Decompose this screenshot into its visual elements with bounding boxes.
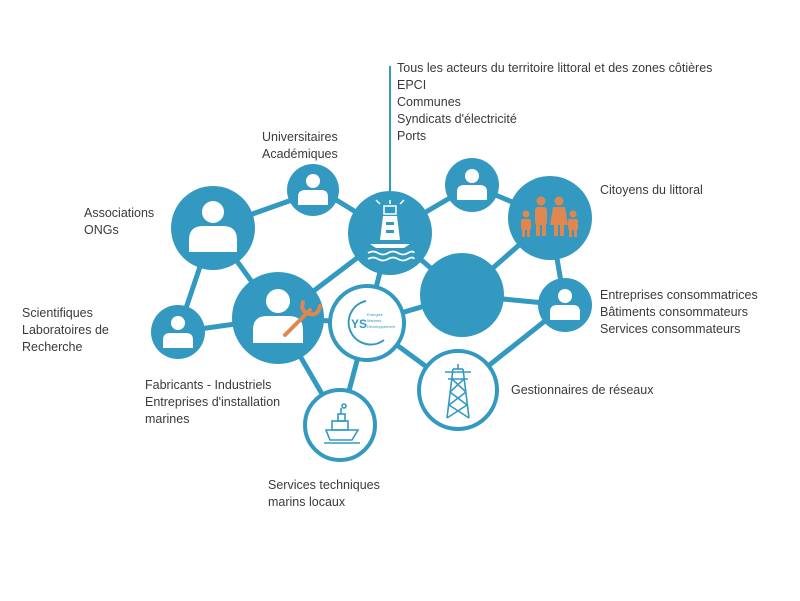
label-all-actors: Tous les acteurs du territoire littoral … bbox=[397, 60, 712, 145]
logo-initials: YS bbox=[351, 317, 367, 331]
node-grid-managers bbox=[417, 349, 499, 431]
person-icon bbox=[298, 174, 328, 205]
label-scientists: Scientifiques Laboratoires de Recherche bbox=[22, 305, 109, 356]
label-manufacturers: Fabricants - Industriels Entreprises d'i… bbox=[145, 377, 280, 428]
label-scientists-line-3: Recherche bbox=[22, 340, 83, 354]
logo-tagline-3: Développement bbox=[367, 324, 396, 329]
label-manufacturers-line-2: Entreprises d'installation bbox=[145, 395, 281, 409]
label-citizens-line-1: Citoyens du littoral bbox=[600, 183, 703, 197]
node-manufacturers bbox=[232, 272, 324, 364]
family-icon bbox=[521, 196, 578, 237]
person-icon bbox=[457, 169, 487, 200]
pylon-icon bbox=[445, 364, 471, 419]
person-icon bbox=[189, 201, 237, 252]
label-all-actors-line-3: Communes bbox=[397, 95, 461, 109]
label-all-actors-line-1: Tous les acteurs du territoire littoral … bbox=[397, 61, 713, 75]
label-consumers-line-2: Bâtiments consommateurs bbox=[600, 305, 748, 319]
logo-mark: YS Energies Marines Développement bbox=[347, 300, 396, 346]
label-marine-services-line-1: Services techniques bbox=[268, 478, 380, 492]
node-academics bbox=[287, 164, 339, 216]
label-academics-line-1: Universitaires bbox=[262, 130, 338, 144]
label-grid-managers: Gestionnaires de réseaux bbox=[511, 382, 653, 399]
label-scientists-line-2: Laboratoires de bbox=[22, 323, 109, 337]
label-marine-services: Services techniques marins locaux bbox=[268, 477, 380, 511]
logo-tagline-2: Marines bbox=[367, 318, 381, 323]
person-icon bbox=[163, 316, 193, 348]
lighthouse-icon bbox=[367, 199, 415, 262]
label-grid-managers-line-1: Gestionnaires de réseaux bbox=[511, 383, 654, 397]
node-citizen-person bbox=[445, 158, 499, 212]
node-marine-services bbox=[303, 388, 377, 462]
label-consumers-line-3: Services consommateurs bbox=[600, 322, 741, 336]
node-hub bbox=[420, 253, 504, 337]
ship-icon bbox=[324, 403, 360, 444]
label-academics-line-2: Académiques bbox=[262, 147, 338, 161]
label-citizens: Citoyens du littoral bbox=[600, 182, 703, 199]
node-citizens bbox=[508, 176, 592, 260]
label-associations-line-2: ONGs bbox=[84, 223, 119, 237]
label-consumers: Entreprises consommatrices Bâtiments con… bbox=[600, 287, 758, 338]
logo-tagline-1: Energies bbox=[367, 312, 383, 317]
wrench-icon bbox=[283, 300, 322, 337]
label-academics: Universitaires Académiques bbox=[262, 129, 338, 163]
label-manufacturers-line-3: marines bbox=[145, 412, 190, 426]
node-organisation-logo: YS Energies Marines Développement bbox=[328, 284, 406, 362]
node-associations bbox=[171, 186, 255, 270]
label-consumers-line-1: Entreprises consommatrices bbox=[600, 288, 758, 302]
label-all-actors-line-2: EPCI bbox=[397, 78, 427, 92]
label-manufacturers-line-1: Fabricants - Industriels bbox=[145, 378, 272, 392]
label-all-actors-line-5: Ports bbox=[397, 129, 427, 143]
person-icon bbox=[253, 289, 303, 343]
label-associations-line-1: Associations bbox=[84, 206, 155, 220]
node-scientists bbox=[151, 305, 205, 359]
label-all-actors-line-4: Syndicats d'électricité bbox=[397, 112, 517, 126]
label-scientists-line-1: Scientifiques bbox=[22, 306, 93, 320]
node-territorial-actors bbox=[348, 191, 432, 275]
label-marine-services-line-2: marins locaux bbox=[268, 495, 346, 509]
label-associations: Associations ONGs bbox=[84, 205, 154, 239]
person-icon bbox=[550, 289, 580, 320]
node-consumers bbox=[538, 278, 592, 332]
